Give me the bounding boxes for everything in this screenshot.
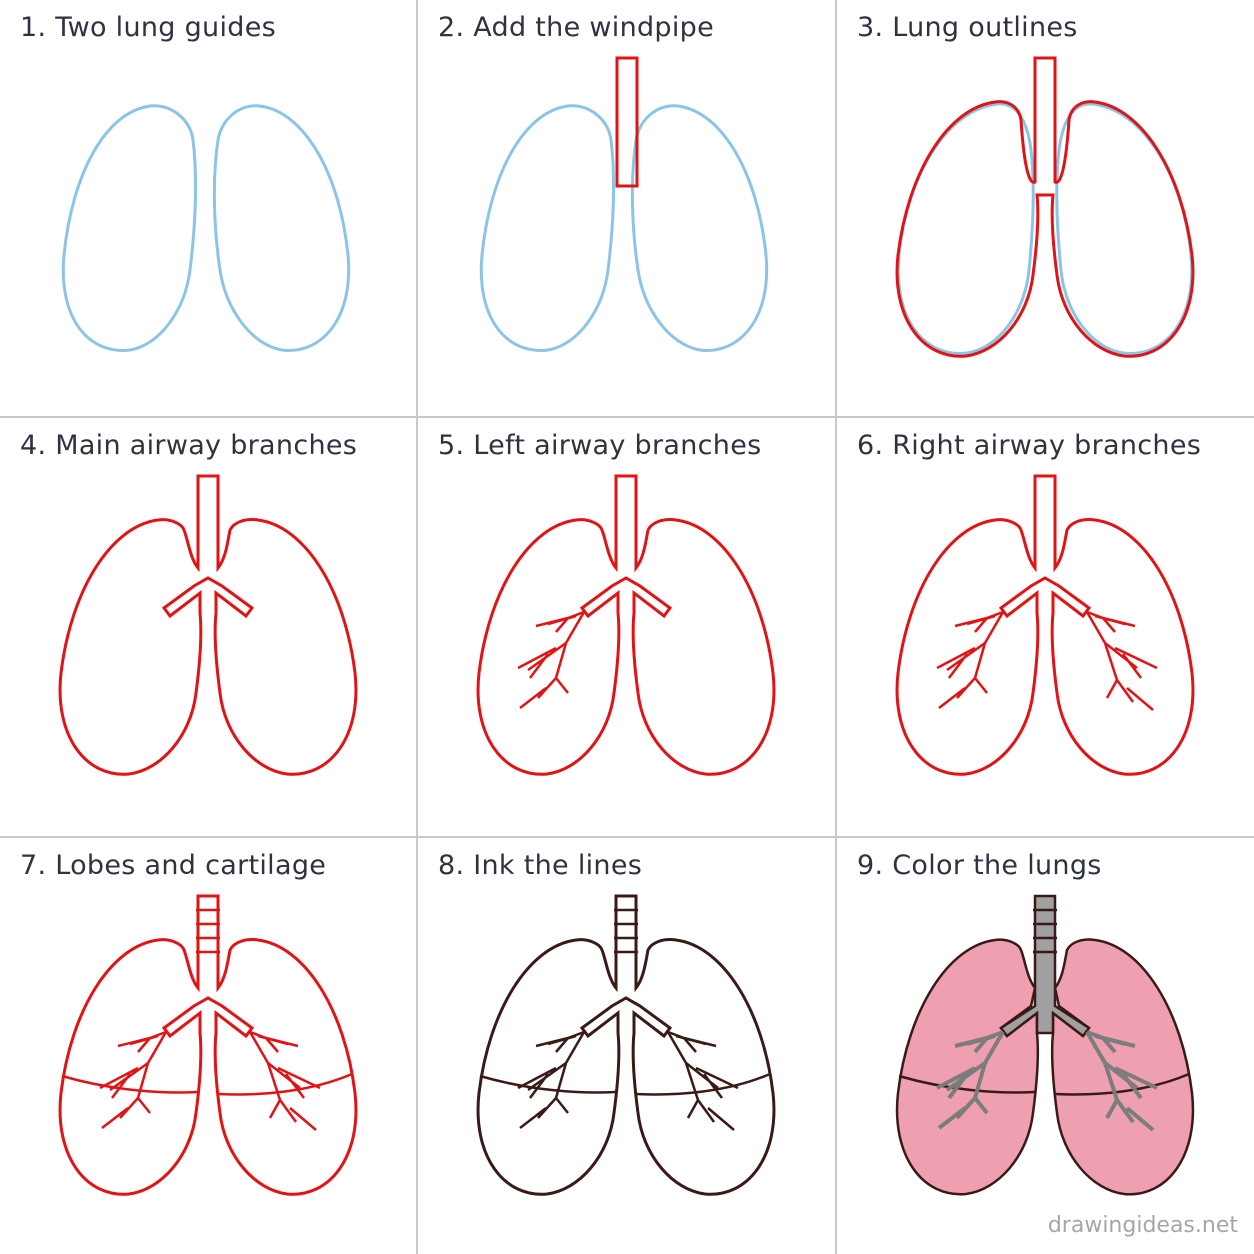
lung-outline <box>895 56 1195 358</box>
colored-lungs-drawing <box>895 894 1195 1196</box>
inked-drawing <box>476 894 776 1196</box>
step-panel-8: 8. Ink the lines <box>418 838 835 1254</box>
step-panel-6: 6. Right airway branches <box>837 418 1254 836</box>
divider-vertical <box>416 0 418 1254</box>
site-watermark: drawingideas.net <box>1047 1213 1238 1238</box>
divider-horizontal <box>0 836 1254 838</box>
left-airway-drawing <box>476 474 776 776</box>
step-title: 4. Main airway branches <box>20 430 358 461</box>
right-lung-guide <box>630 104 769 352</box>
right-airway-drawing <box>895 474 1195 776</box>
step-panel-9: 9. Color the lungs <box>837 838 1254 1254</box>
step-title: 7. Lobes and cartilage <box>20 850 327 881</box>
left-lung-guide <box>896 102 1035 355</box>
lobes-cartilage-drawing <box>58 894 358 1196</box>
lung-outline <box>476 894 776 1196</box>
step-panel-4: 4. Main airway branches <box>0 418 416 836</box>
lung-outline <box>476 474 776 776</box>
step-title: 1. Two lung guides <box>20 12 276 43</box>
lobe-lines <box>61 1072 353 1096</box>
step-panel-7: 7. Lobes and cartilage <box>0 838 416 1254</box>
lung-outline <box>58 894 358 1196</box>
left-branches <box>517 610 586 709</box>
step-panel-2: 2. Add the windpipe <box>418 0 835 416</box>
step-title: 3. Lung outlines <box>857 12 1078 43</box>
airway-branches <box>517 1030 739 1131</box>
lung-guides-drawing <box>61 104 351 352</box>
windpipe-drawing <box>479 56 769 352</box>
step-title: 9. Color the lungs <box>857 850 1102 881</box>
lobe-lines <box>898 1072 1190 1096</box>
divider-horizontal <box>0 416 1254 418</box>
trachea-fill <box>999 894 1091 1038</box>
airway-branches <box>936 1030 1158 1132</box>
right-lung-guide <box>212 104 351 352</box>
lung-outline <box>895 474 1195 776</box>
right-lung-guide <box>1055 102 1194 355</box>
right-lung-fill <box>1050 938 1195 1196</box>
step-title: 8. Ink the lines <box>438 850 643 881</box>
left-lung-fill <box>895 938 1040 1196</box>
cartilage-rings <box>1033 908 1057 954</box>
lung-outline <box>58 474 358 776</box>
left-lung-guide <box>61 104 198 352</box>
lobe-lines <box>479 1072 771 1096</box>
right-branches <box>1085 610 1158 711</box>
step-panel-3: 3. Lung outlines <box>837 0 1254 416</box>
cartilage-rings <box>196 908 220 954</box>
step-title: 2. Add the windpipe <box>438 12 715 43</box>
main-airway-drawing <box>58 474 358 776</box>
step-title: 5. Left airway branches <box>438 430 762 461</box>
lung-outlines-drawing <box>895 56 1195 358</box>
left-branches <box>936 610 1005 709</box>
airway-branches <box>99 1030 321 1131</box>
cartilage-rings <box>614 908 638 954</box>
left-lung-guide <box>479 104 616 352</box>
windpipe <box>615 56 639 188</box>
step-panel-1: 1. Two lung guides <box>0 0 416 416</box>
step-panel-5: 5. Left airway branches <box>418 418 835 836</box>
step-title: 6. Right airway branches <box>857 430 1202 461</box>
divider-vertical <box>835 0 837 1254</box>
